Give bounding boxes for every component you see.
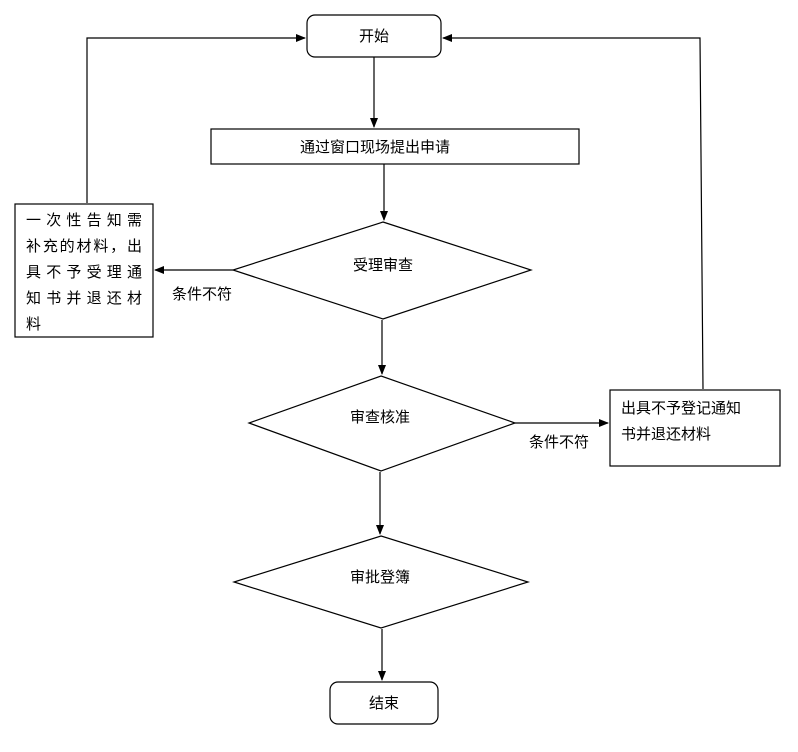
- apply-label: 通过窗口现场提出申请: [300, 138, 450, 156]
- start-label: 开始: [359, 27, 389, 45]
- inform-supplement-line-4: 知书并退还材: [26, 289, 142, 307]
- edge-inform-supplement-to-start: [86, 34, 306, 203]
- inform-supplement-node: [14, 203, 154, 338]
- apply-node: [210, 128, 580, 165]
- end-node: [329, 681, 439, 725]
- edge-reject-notice-to-start: [442, 34, 704, 390]
- inform-supplement-text: 一次性告知需 补充的材料，出 具不予受理通 知书并退还材 料: [26, 207, 142, 337]
- inform-supplement-line-3: 具不予受理通: [26, 263, 142, 281]
- reject-notice-text: 出具不予登记通知 书并退还材料: [621, 395, 771, 447]
- reject-notice-line-1: 出具不予登记通知: [621, 399, 742, 417]
- inform-supplement-line-1: 一次性告知需: [26, 211, 142, 229]
- reject-notice-line-2: 书并退还材料: [621, 425, 712, 443]
- approve-register-label: 审批登簿: [350, 568, 410, 586]
- reject-notice-node: [609, 389, 781, 467]
- review-approve-decision: [247, 375, 517, 472]
- review-approve-label: 审查核准: [350, 408, 410, 426]
- review-approve-fail-label: 条件不符: [529, 433, 589, 451]
- inform-supplement-line-5: 料: [26, 315, 42, 333]
- end-label: 结束: [369, 694, 399, 712]
- approve-register-decision: [231, 535, 531, 629]
- inform-supplement-line-2: 补充的材料，出: [26, 237, 142, 255]
- accept-review-label: 受理审查: [353, 256, 413, 274]
- accept-review-decision: [231, 221, 533, 320]
- accept-review-fail-label: 条件不符: [172, 285, 232, 303]
